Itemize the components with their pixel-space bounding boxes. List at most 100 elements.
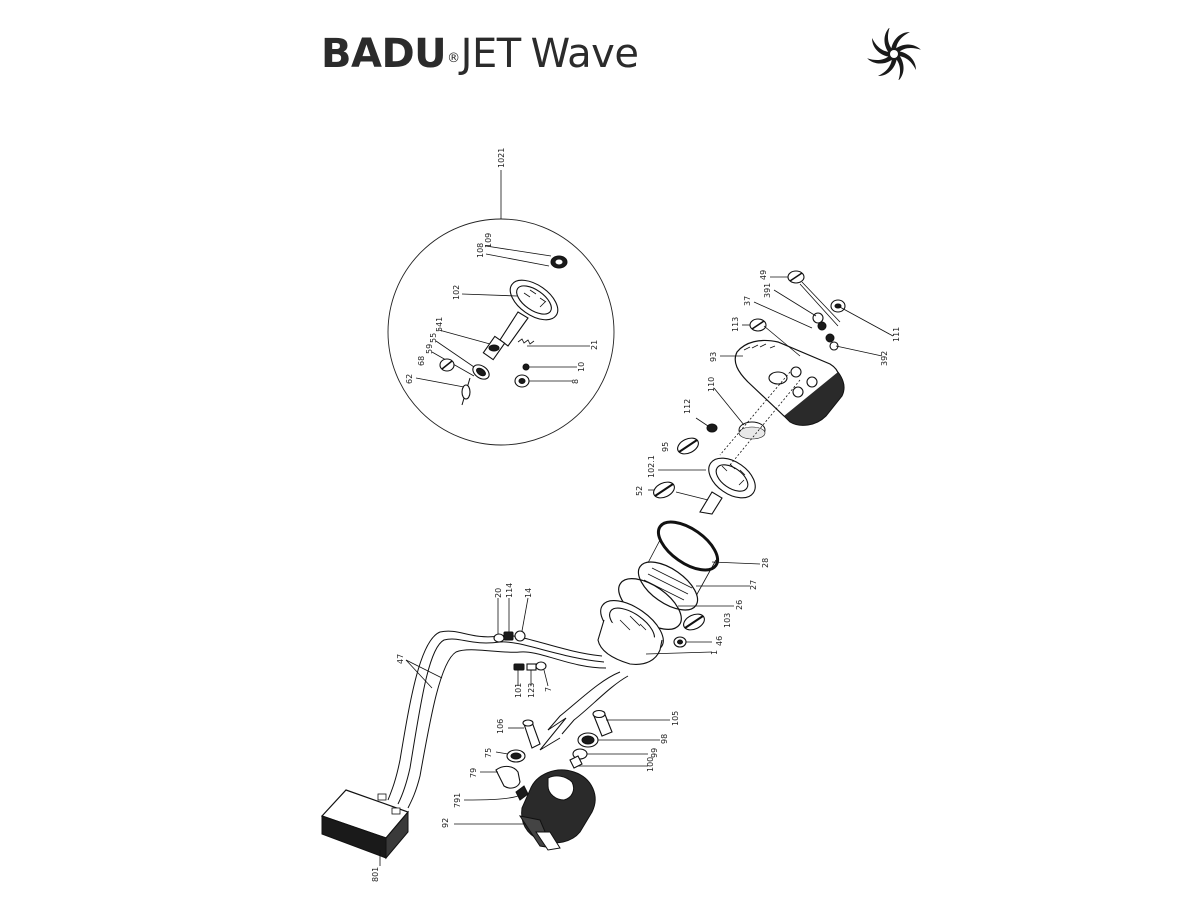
part-541 [482, 335, 506, 361]
callout-111: 111 [892, 327, 901, 342]
part-392 [825, 333, 839, 351]
part-49 [787, 270, 805, 284]
brand-part-badu: BADU [321, 31, 447, 77]
part-93 [734, 339, 845, 426]
callout-75: 75 [484, 748, 493, 758]
callout-101: 101 [514, 683, 523, 698]
part-106 [522, 719, 541, 749]
callout-79: 79 [469, 768, 478, 778]
part-55 [472, 364, 490, 380]
callout-21: 21 [590, 340, 599, 350]
cover-assembly [648, 270, 894, 515]
connector-group [493, 597, 529, 643]
part-46 [673, 636, 687, 648]
part-52 [653, 481, 675, 499]
part-112 [706, 423, 718, 433]
callout-49: 49 [759, 270, 768, 280]
part-98 [577, 732, 599, 748]
part-27 [637, 561, 699, 611]
callout-8: 8 [571, 379, 580, 384]
callout-labels: 1021 108 109 102 541 55 59 68 62 21 10 8… [371, 148, 901, 882]
detail-circle [387, 218, 615, 446]
callout-392: 392 [880, 351, 889, 366]
part-14 [514, 630, 526, 642]
callout-37: 37 [743, 296, 752, 306]
part-113 [749, 318, 767, 332]
callout-7: 7 [544, 687, 553, 692]
callout-59: 59 [425, 344, 434, 354]
pump-section [454, 709, 670, 851]
callout-114: 114 [505, 583, 514, 598]
housing-rings [597, 520, 761, 665]
part-21 [517, 338, 535, 345]
callout-10: 10 [577, 362, 586, 372]
callout-102-1: 102.1 [647, 455, 656, 478]
callout-103: 103 [723, 613, 732, 628]
part-123 [526, 663, 537, 671]
callout-112: 112 [683, 399, 692, 414]
part-114 [503, 631, 514, 641]
callout-1: 1 [710, 650, 719, 655]
part-8 [514, 374, 530, 388]
callout-27: 27 [749, 580, 758, 590]
part-95 [677, 437, 699, 455]
callout-105: 105 [671, 711, 680, 726]
part-101 [513, 663, 525, 671]
callout-106: 106 [496, 719, 505, 734]
callout-95: 95 [661, 442, 670, 452]
part-801 [320, 789, 410, 860]
part-62 [461, 377, 471, 406]
registered-mark: ® [447, 51, 460, 66]
callout-123: 123 [527, 683, 536, 698]
callout-541: 541 [435, 317, 444, 332]
brand-part-wave: Wave [530, 31, 639, 77]
part-110 [738, 421, 766, 440]
part-75 [506, 749, 526, 763]
callout-113: 113 [731, 317, 740, 332]
swirl-icon [867, 28, 921, 80]
part-102-1 [699, 457, 756, 515]
callout-108: 108 [476, 243, 485, 258]
part-102 [499, 279, 559, 347]
callout-1021: 1021 [497, 148, 506, 168]
part-10 [522, 363, 530, 371]
callout-791: 791 [453, 793, 462, 808]
part-92 [518, 769, 596, 851]
part-20 [493, 633, 505, 643]
callout-99: 99 [650, 748, 659, 758]
part-79 [495, 765, 521, 789]
callout-92: 92 [441, 818, 450, 828]
part-105 [592, 709, 613, 737]
callout-110: 110 [707, 377, 716, 392]
fitting-group [513, 661, 549, 687]
hoses [387, 630, 629, 809]
callout-109: 109 [484, 233, 493, 248]
part-1 [597, 600, 664, 665]
callout-14: 14 [524, 588, 533, 598]
brand-part-jet: JET [460, 31, 522, 77]
part-103 [683, 613, 705, 631]
callout-46: 46 [715, 636, 724, 646]
callout-26: 26 [735, 600, 744, 610]
part-109 [550, 255, 568, 269]
callout-68: 68 [417, 356, 426, 366]
part-7 [535, 661, 547, 671]
callout-391: 391 [763, 283, 772, 298]
callout-47: 47 [396, 654, 405, 664]
callout-52: 52 [635, 486, 644, 496]
detail-inset [387, 170, 615, 446]
part-100 [569, 755, 583, 769]
callout-100: 100 [646, 757, 655, 772]
callout-20: 20 [494, 588, 503, 598]
callout-801: 801 [371, 867, 380, 882]
callout-55: 55 [429, 333, 438, 343]
callout-28: 28 [761, 558, 770, 568]
callout-93: 93 [709, 352, 718, 362]
part-68 [439, 358, 455, 372]
callout-98: 98 [660, 734, 669, 744]
callout-102: 102 [452, 285, 461, 300]
callout-62: 62 [405, 374, 414, 384]
